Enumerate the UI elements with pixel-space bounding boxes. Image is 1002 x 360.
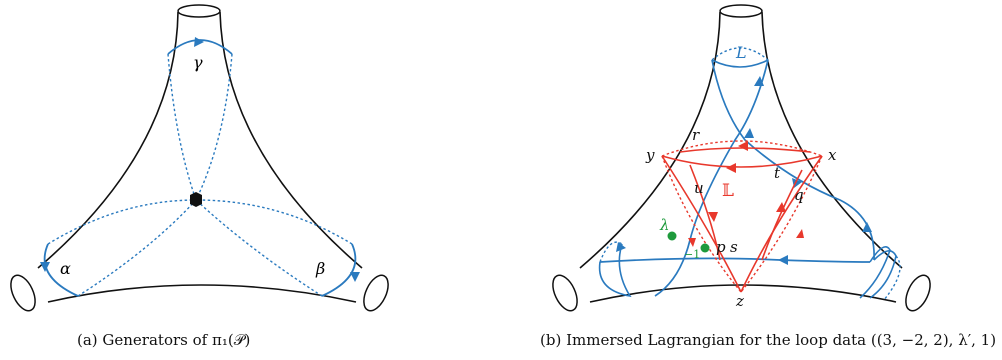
L-top-front bbox=[711, 59, 769, 68]
pants-diagram-a: γ α β bbox=[10, 4, 389, 312]
minus-one-label: −1 bbox=[684, 248, 700, 261]
caption-a: (a) Generators of π₁(𝒫) bbox=[77, 331, 251, 349]
r-label: r bbox=[692, 126, 700, 144]
panel-b: L x y z r t u q p s 𝕃 λ −1 (b) Immersed … bbox=[540, 0, 1002, 360]
red-top-solid bbox=[661, 155, 823, 168]
right-boundary-circle bbox=[905, 274, 931, 312]
lambda-label: λ bbox=[659, 216, 670, 234]
L-arrow-6 bbox=[862, 222, 872, 232]
red-right-solid bbox=[740, 155, 823, 293]
left-boundary-circle bbox=[10, 274, 36, 312]
red-arrow-left-2 bbox=[688, 238, 696, 247]
alpha-label: α bbox=[60, 259, 71, 278]
alpha-dotted-2 bbox=[77, 199, 197, 297]
Lbb-label: 𝕃 bbox=[722, 181, 734, 201]
red-top-dotted bbox=[661, 140, 823, 157]
red-arrow-top-2 bbox=[726, 163, 736, 173]
x-label: x bbox=[828, 146, 837, 164]
u-label: u bbox=[694, 179, 704, 197]
panel-a: γ α β (a) Generators of π₁(𝒫) bbox=[0, 0, 400, 360]
p-label: p bbox=[716, 238, 726, 256]
gamma-arrow bbox=[194, 37, 204, 47]
s-label: s bbox=[730, 238, 738, 256]
red-arrow-top-1 bbox=[738, 141, 748, 151]
z-label: z bbox=[735, 292, 744, 310]
alpha-dotted-1 bbox=[47, 199, 197, 245]
red-arrow-right-2 bbox=[796, 229, 804, 238]
L-strand-1 bbox=[654, 59, 769, 297]
alpha-arrow bbox=[40, 262, 50, 272]
caption-b: (b) Immersed Lagrangian for the loop dat… bbox=[540, 331, 997, 349]
L-strand-2 bbox=[711, 59, 875, 261]
beta-loop bbox=[321, 243, 357, 297]
L-bottom-strand bbox=[599, 257, 871, 263]
L-arrow-1 bbox=[754, 76, 764, 86]
minus-one-point bbox=[700, 243, 710, 253]
gamma-dotted-left bbox=[167, 53, 197, 201]
red-inner-left bbox=[689, 164, 721, 261]
red-arrow-left bbox=[708, 212, 718, 222]
top-boundary-circle bbox=[177, 4, 221, 18]
beta-dotted-2 bbox=[195, 199, 323, 297]
alpha-loop bbox=[43, 243, 79, 297]
L-label: L bbox=[735, 43, 747, 62]
L-arrow-5 bbox=[616, 242, 626, 252]
L-right-dotted bbox=[883, 255, 901, 301]
L-left-loop bbox=[598, 243, 632, 298]
beta-label: β bbox=[315, 259, 325, 278]
red-inner-right bbox=[761, 169, 803, 261]
basepoint bbox=[190, 192, 202, 207]
red-left-dotted bbox=[661, 155, 742, 293]
left-boundary-circle bbox=[552, 274, 578, 312]
q-label: q bbox=[794, 186, 804, 204]
red-right-dotted bbox=[740, 155, 823, 293]
L-right-loop-2 bbox=[869, 250, 897, 299]
red-left-solid bbox=[661, 155, 742, 293]
red-arrow-right bbox=[776, 202, 786, 212]
lambda-point bbox=[667, 231, 677, 241]
L-arrow-2 bbox=[744, 128, 754, 138]
pants-diagram-b: L x y z r t u q p s 𝕃 λ −1 bbox=[552, 4, 931, 312]
L-left-dotted bbox=[599, 241, 623, 263]
L-right-loop bbox=[859, 246, 891, 299]
t-label: t bbox=[774, 164, 781, 182]
beta-dotted-1 bbox=[195, 199, 353, 245]
beta-arrow bbox=[350, 272, 360, 282]
L-arrow-4 bbox=[778, 255, 788, 265]
L-top-arc bbox=[711, 47, 769, 61]
y-label: y bbox=[645, 146, 655, 164]
gamma-dotted-right bbox=[195, 53, 233, 201]
top-boundary-circle bbox=[719, 4, 763, 18]
gamma-label: γ bbox=[193, 53, 203, 72]
right-boundary-circle bbox=[363, 274, 389, 312]
